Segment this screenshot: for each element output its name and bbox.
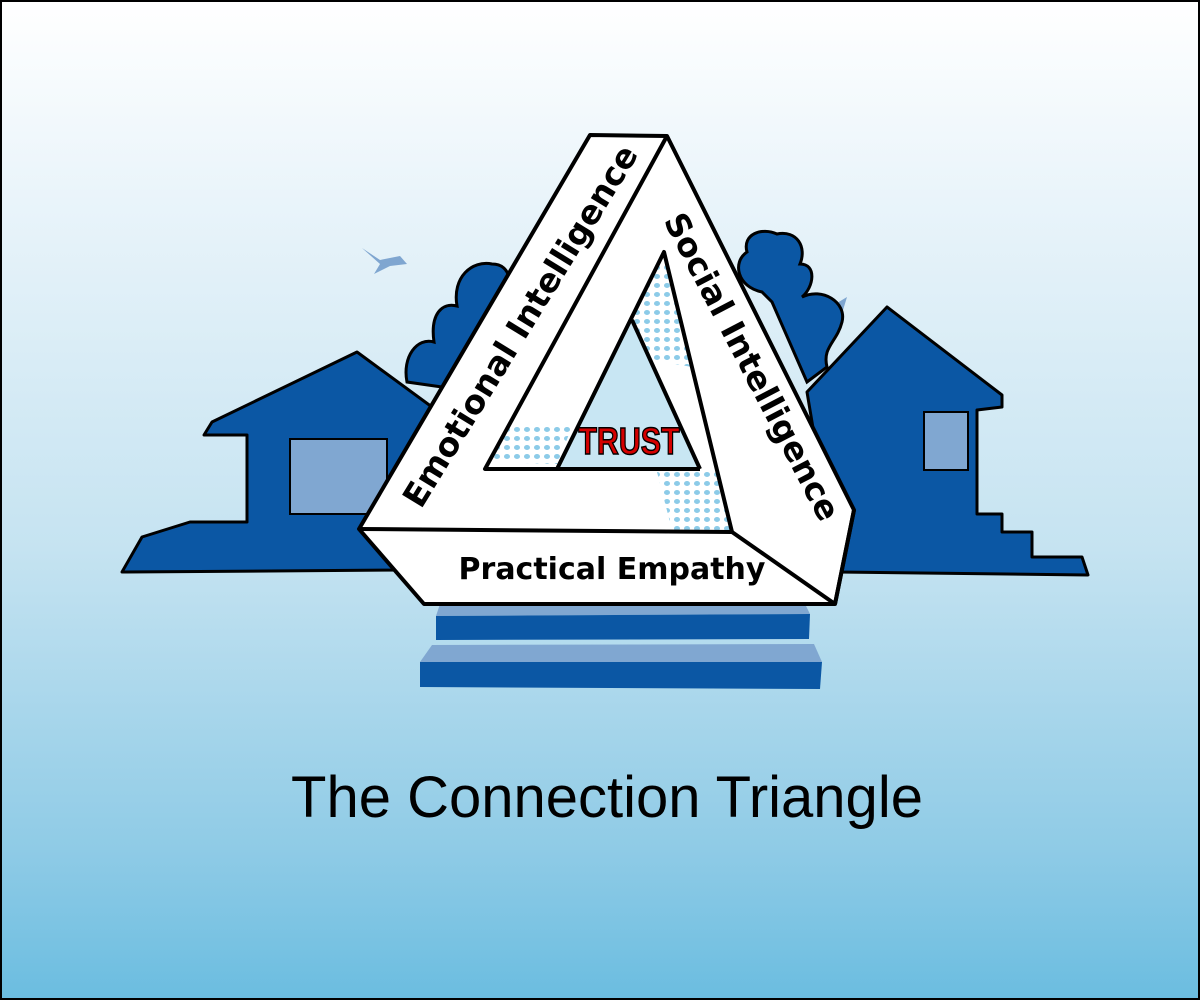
- tree-right: [737, 229, 845, 385]
- house-right-window: [923, 411, 969, 471]
- label-practical-empathy: Practical Empathy: [459, 552, 766, 587]
- house-left-window: [289, 438, 388, 515]
- bird-icon: [362, 248, 407, 274]
- label-trust: TRUST: [578, 421, 679, 463]
- penrose-triangle: [357, 133, 856, 606]
- diagram-title: The Connection Triangle: [291, 765, 923, 830]
- steps: [420, 598, 822, 689]
